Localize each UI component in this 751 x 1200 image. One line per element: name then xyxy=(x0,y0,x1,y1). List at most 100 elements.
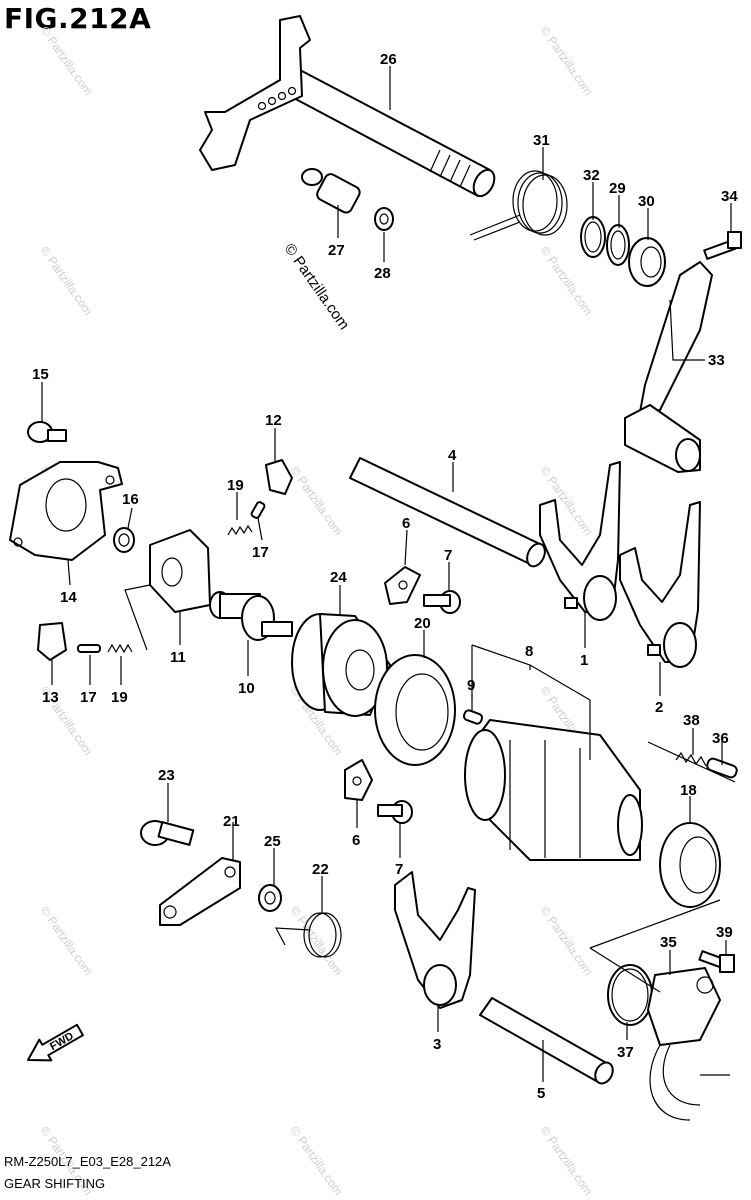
fwd-arrow-icon: FWD xyxy=(27,1023,84,1062)
part-19-spring-2 xyxy=(107,643,133,654)
callout-25: 25 xyxy=(264,833,281,850)
watermark-text: © Partzilla.com xyxy=(38,904,96,978)
watermark-text: © Partzilla.com xyxy=(38,244,96,318)
part-28-washer xyxy=(374,207,394,231)
assembly-dash-35 xyxy=(589,899,721,993)
part-12-cam xyxy=(265,459,293,495)
callout-17: 17 xyxy=(252,544,269,561)
part-23-bolt xyxy=(140,820,195,846)
part-20-bearing xyxy=(374,654,456,766)
part-29-washer xyxy=(606,224,630,266)
callout-19-b: 19 xyxy=(111,689,128,706)
part-5-shaft xyxy=(479,997,614,1085)
part-22-spring xyxy=(274,912,342,958)
callout-20: 20 xyxy=(414,615,431,632)
part-17-pin-2 xyxy=(77,644,101,653)
callout-16: 16 xyxy=(122,491,139,508)
part-21-arm xyxy=(159,857,241,926)
part-25-washer xyxy=(258,884,282,912)
watermark-text: © Partzilla.com xyxy=(38,24,96,98)
part-4-shaft xyxy=(349,457,546,568)
callout-24: 24 xyxy=(330,569,347,586)
callout-6: 6 xyxy=(402,515,410,532)
callout-21: 21 xyxy=(223,813,240,830)
part-15-bolt xyxy=(27,421,67,443)
part-10-shaft xyxy=(209,591,293,641)
part-7-screw xyxy=(423,590,461,614)
part-39-bolt xyxy=(698,950,735,973)
part-33-shift-lever xyxy=(624,261,713,473)
callout-27: 27 xyxy=(328,242,345,259)
part-34-bolt xyxy=(703,231,742,260)
callout-35: 35 xyxy=(660,934,677,951)
part-38-spring xyxy=(675,751,707,767)
callout-28: 28 xyxy=(374,265,391,282)
figure-code: RM-Z250L7_E03_E28_212A xyxy=(4,1154,171,1169)
part-1-fork xyxy=(539,461,621,621)
bracket-line-8 xyxy=(471,644,591,760)
callout-29: 29 xyxy=(609,180,626,197)
callout-7-b: 7 xyxy=(395,861,403,878)
part-18-bearing xyxy=(659,822,721,908)
part-19-spring xyxy=(227,524,253,536)
part-31-return-spring xyxy=(469,170,568,241)
watermark-text: © Partzilla.com xyxy=(538,24,596,98)
part-13-cam xyxy=(37,622,67,661)
watermark-text: © Partzilla.com xyxy=(538,904,596,978)
leader-lines xyxy=(41,66,732,1082)
part-35-sensor xyxy=(647,967,730,1121)
callout-labels: 26 31 32 29 30 34 27 28 33 15 12 4 16 19… xyxy=(32,51,738,1102)
part-6-plate-2 xyxy=(344,759,373,801)
assembly-dash-38 xyxy=(647,741,736,783)
callout-11: 11 xyxy=(170,649,186,666)
callout-15: 15 xyxy=(32,366,49,383)
part-7-screw-2 xyxy=(377,800,413,824)
part-27-pin xyxy=(301,168,361,214)
callout-4: 4 xyxy=(448,447,457,464)
callout-6-b: 6 xyxy=(352,832,360,849)
callout-17-b: 17 xyxy=(80,689,97,706)
callout-12: 12 xyxy=(265,412,282,429)
callout-36: 36 xyxy=(712,730,729,747)
callout-30: 30 xyxy=(638,193,655,210)
callout-9: 9 xyxy=(467,677,475,694)
callout-18: 18 xyxy=(680,782,697,799)
callout-31: 31 xyxy=(533,132,550,149)
part-37-oring xyxy=(607,964,653,1026)
part-30-oil-seal xyxy=(628,237,666,287)
callout-2: 2 xyxy=(655,699,663,716)
callout-8: 8 xyxy=(525,643,533,660)
fwd-label: FWD xyxy=(48,1030,76,1053)
callout-13: 13 xyxy=(42,689,59,706)
callout-38: 38 xyxy=(683,712,700,729)
callout-1: 1 xyxy=(580,652,588,669)
callout-3: 3 xyxy=(433,1036,441,1053)
part-3-fork xyxy=(394,871,476,1009)
figure-title: FIG.212A xyxy=(4,2,152,35)
part-14-plate xyxy=(9,461,123,561)
part-26-shift-shaft xyxy=(199,15,496,198)
part-32-circlip xyxy=(580,216,606,258)
watermark-text: © Partzilla.com xyxy=(288,1124,346,1198)
callout-33: 33 xyxy=(708,352,725,369)
callout-37: 37 xyxy=(617,1044,634,1061)
callout-10: 10 xyxy=(238,680,255,697)
callout-32: 32 xyxy=(583,167,600,184)
watermark-text: © Partzilla.com xyxy=(288,464,346,538)
figure-name: GEAR SHIFTING xyxy=(4,1176,106,1191)
callout-22: 22 xyxy=(312,861,329,878)
part-9-pin xyxy=(462,709,484,725)
part-17-pin xyxy=(250,501,266,519)
part-8-shift-drum xyxy=(464,719,643,861)
part-2-fork xyxy=(619,501,701,668)
callout-5: 5 xyxy=(537,1085,545,1102)
callout-7: 7 xyxy=(444,547,452,564)
part-36-pin xyxy=(706,757,738,779)
part-11-stopper xyxy=(149,529,211,613)
callout-39: 39 xyxy=(716,924,733,941)
callout-23: 23 xyxy=(158,767,175,784)
callout-19: 19 xyxy=(227,477,244,494)
watermark-text: © Partzilla.com xyxy=(538,1124,596,1198)
callout-14: 14 xyxy=(60,589,77,606)
